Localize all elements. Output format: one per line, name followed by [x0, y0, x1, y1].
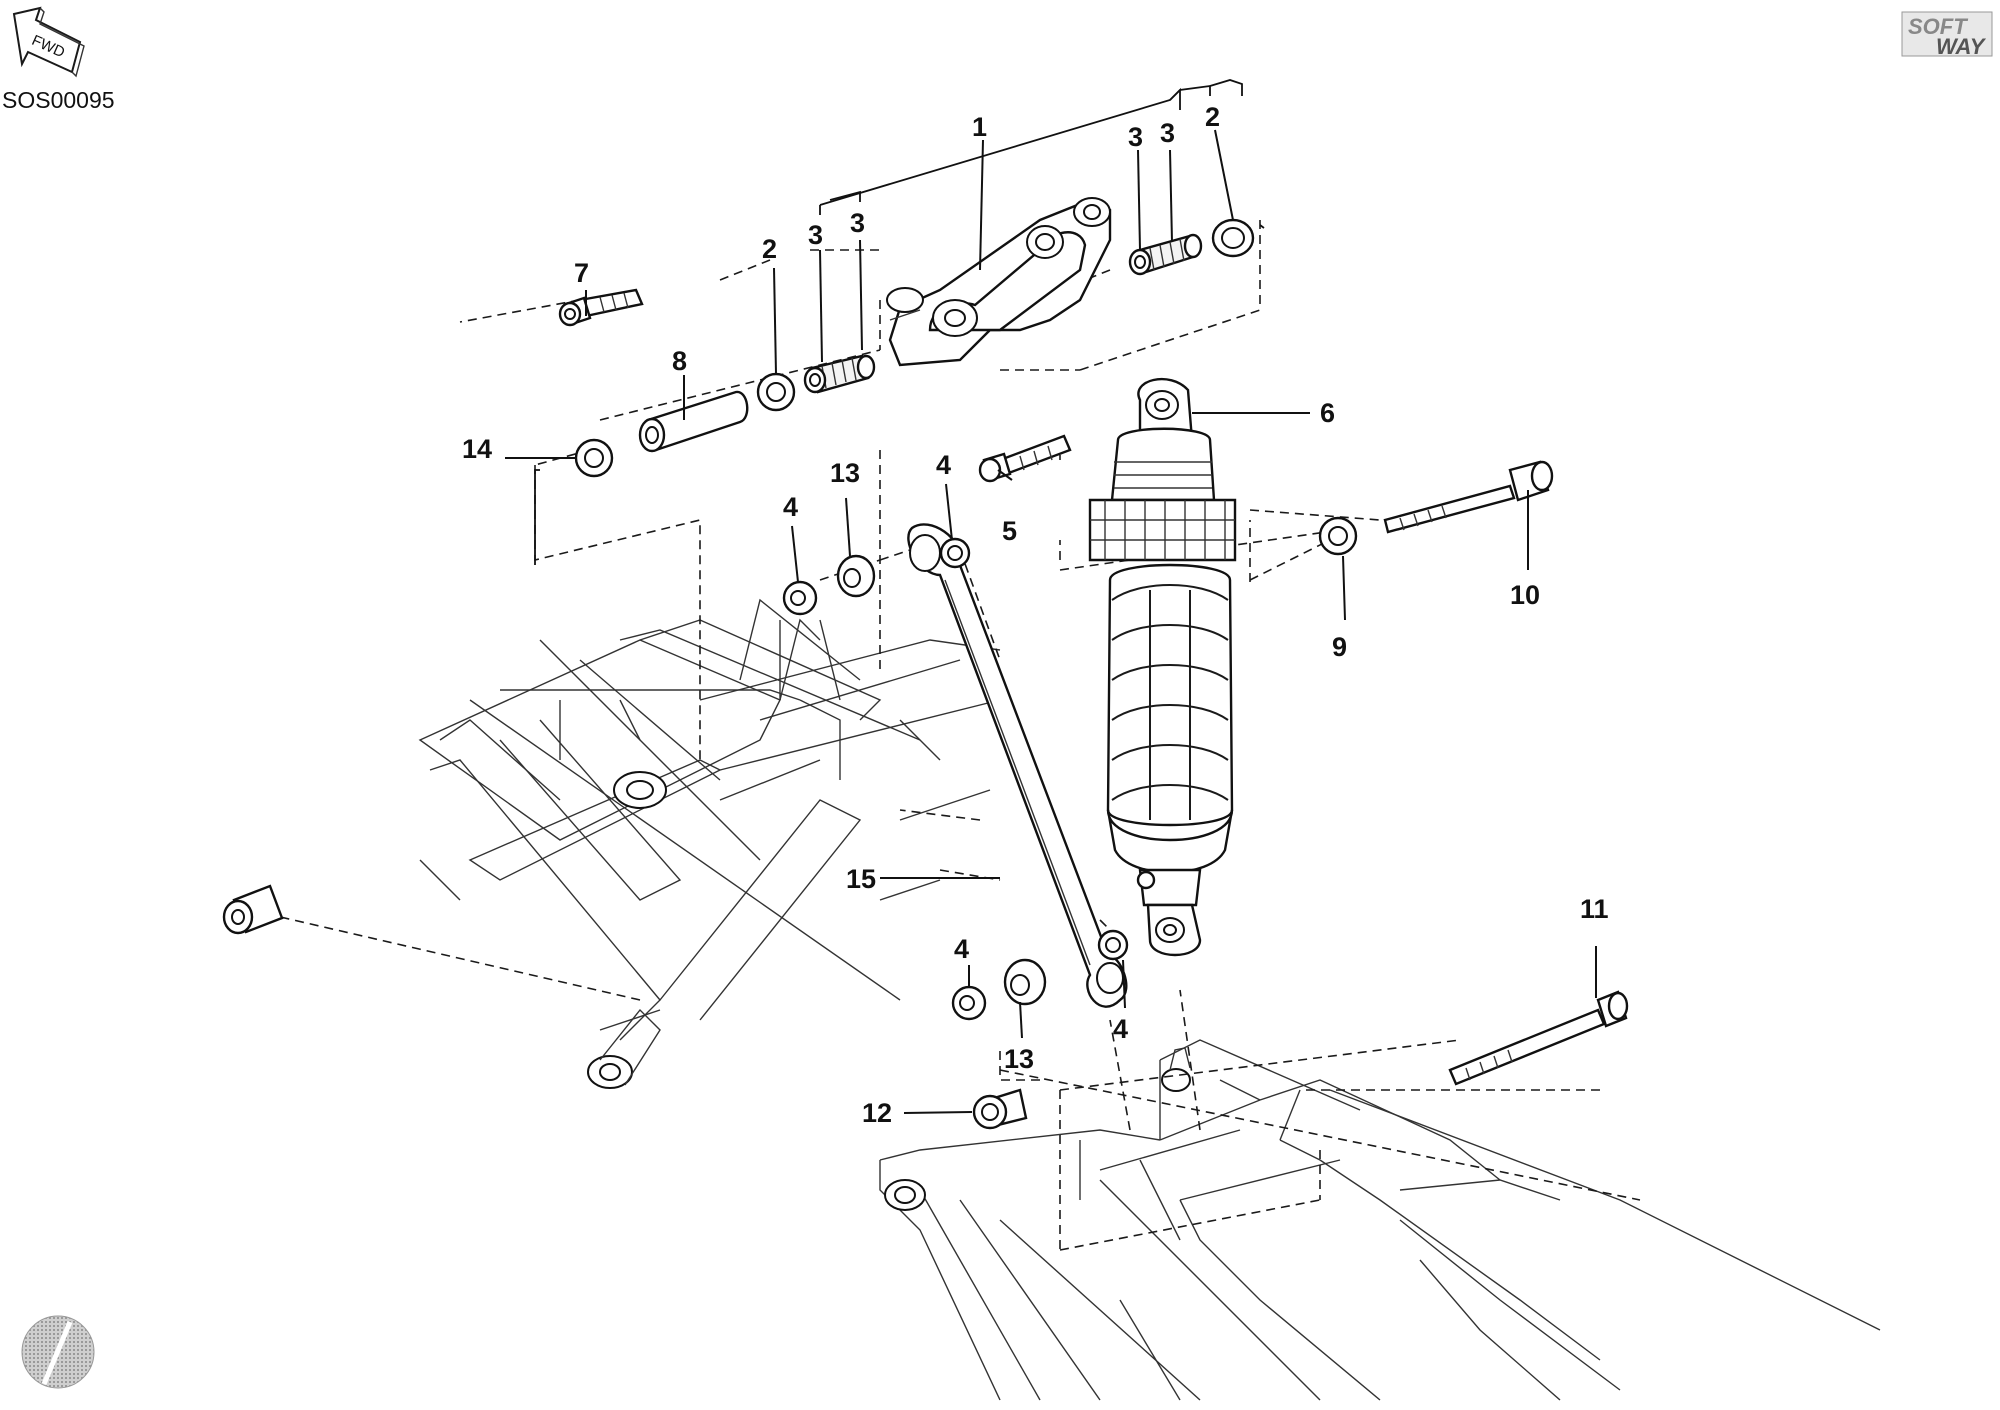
spacer-tube-part-8 — [638, 390, 749, 453]
shock-absorber-part-6 — [1088, 377, 1237, 957]
callout-2-left: 2 — [762, 234, 777, 264]
fwd-arrow-icon: FWD — [12, 6, 85, 78]
callout-1: 1 — [972, 112, 987, 142]
logo-line2: WAY — [1936, 34, 1987, 59]
softway-logo: SOFT WAY — [1901, 11, 1993, 59]
fwd-label: FWD — [29, 32, 67, 61]
callout-8: 8 — [672, 346, 687, 376]
washer-part-14 — [574, 438, 614, 478]
callout-4-a: 4 — [783, 492, 798, 522]
bolt-part-5 — [978, 434, 1072, 483]
callout-10: 10 — [1510, 580, 1540, 610]
callout-3-a: 3 — [808, 220, 823, 250]
bolt-part-10 — [1383, 460, 1554, 534]
callout-3-c: 3 — [1128, 122, 1143, 152]
decorative-disc-icon — [21, 1315, 95, 1389]
callout-4-c: 4 — [954, 934, 969, 964]
assembly-dashed-lines — [249, 220, 1641, 1251]
callout-7: 7 — [574, 258, 589, 288]
callout-15: 15 — [846, 864, 876, 894]
callout-labels: 1 2 2 3 3 3 3 4 4 4 4 5 6 7 8 9 10 11 12… — [462, 102, 1609, 1128]
bolt-part-11 — [1448, 990, 1629, 1086]
right-bearing-parts — [1128, 218, 1255, 276]
callout-13-bottom: 13 — [1004, 1044, 1034, 1074]
callout-5: 5 — [1002, 516, 1017, 546]
callout-14: 14 — [462, 434, 492, 464]
washer-part-9 — [1318, 516, 1358, 556]
callout-12: 12 — [862, 1098, 892, 1128]
rocker-link-part — [886, 197, 1112, 367]
leader-lines — [505, 79, 1597, 1114]
left-bearing-parts — [756, 354, 876, 412]
callout-9: 9 — [1332, 632, 1347, 662]
callout-6: 6 — [1320, 398, 1335, 428]
callout-4-b: 4 — [936, 450, 951, 480]
callout-13-top: 13 — [830, 458, 860, 488]
bolt-part-7 — [558, 288, 644, 327]
callout-11: 11 — [1580, 894, 1609, 924]
top-bushings — [782, 537, 971, 616]
frame-bumper — [222, 884, 284, 935]
link-rod-part-15 — [907, 523, 1128, 1008]
callout-4-d: 4 — [1113, 1014, 1128, 1044]
callout-3-b: 3 — [850, 208, 865, 238]
callout-2-right: 2 — [1205, 102, 1220, 132]
callout-3-d: 3 — [1160, 118, 1175, 148]
diagram-code: SOS00095 — [2, 87, 115, 113]
swingarm-outline — [879, 1039, 1881, 1401]
bushing-part-12 — [972, 1088, 1028, 1130]
logo-line1: SOFT — [1908, 14, 1968, 39]
frame-outline — [418, 598, 1001, 1089]
bottom-bushings — [951, 929, 1129, 1021]
